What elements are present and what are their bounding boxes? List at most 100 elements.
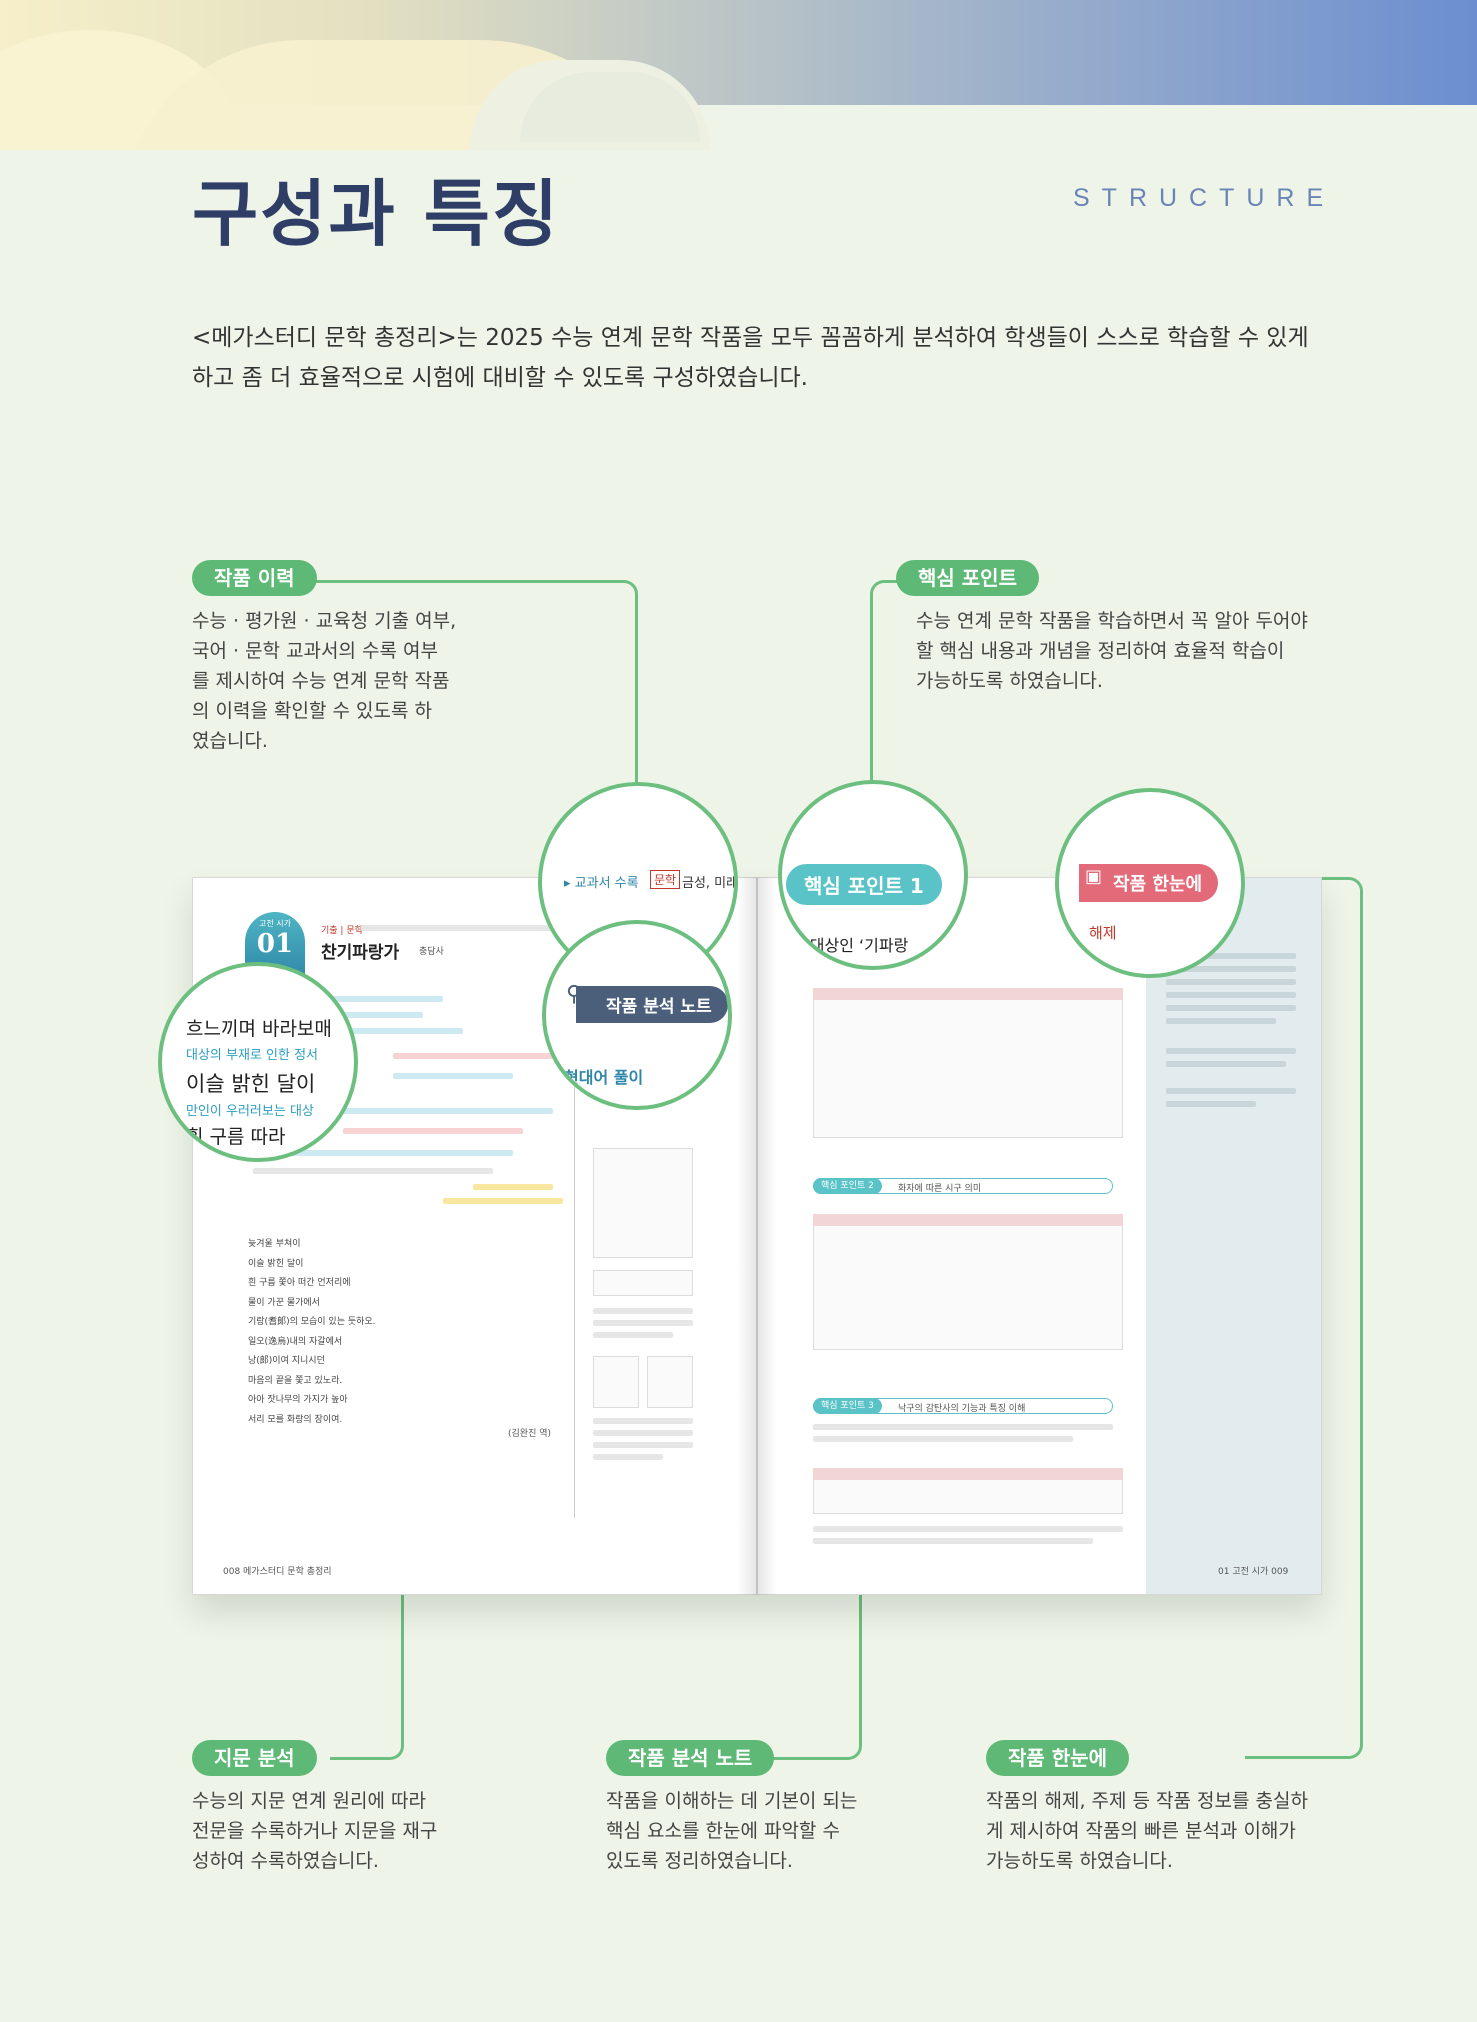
poem-line: 물이 가꾼 물가에서: [248, 1297, 320, 1308]
passage-line: 흐느끼며 바라보매: [186, 1018, 332, 1040]
poem-line: 낭(郞)이여 지니시던: [248, 1356, 325, 1366]
text-placeholder: [361, 925, 561, 931]
text-placeholder: [593, 1308, 693, 1314]
textbook-label: ▸ 교과서 수록: [564, 876, 639, 891]
annotation-placeholder: [473, 1184, 553, 1190]
poem-line: 이슬 밝힌 달이: [248, 1258, 304, 1269]
desc-line: 할 핵심 내용과 개념을 정리하여 효율적 학습이: [916, 640, 1285, 662]
page-background: [0, 150, 1477, 350]
annotation-placeholder: [393, 1053, 553, 1059]
annotation-placeholder: [443, 1198, 563, 1204]
callout-label-glance: 작품 한눈에: [986, 1740, 1129, 1776]
column-divider: [574, 958, 575, 1518]
work-title: 찬기파랑가: [321, 943, 400, 963]
desc-line: 전문을 수록하거나 지문을 재구: [192, 1820, 438, 1842]
desc-line: 핵심 요소를 한눈에 파악할 수: [606, 1820, 840, 1842]
desc-line: 의 이력을 확인할 수 있도록 하: [192, 700, 432, 722]
poem-line: 서리 모를 화랑의 장이여.: [248, 1414, 343, 1425]
text-placeholder: [593, 1332, 673, 1338]
desc-line: 가능하도록 하였습니다.: [986, 1850, 1173, 1872]
desc-line: 작품의 해제, 주제 등 작품 정보를 충실하: [986, 1790, 1308, 1812]
keypoint-table: [813, 988, 1123, 1138]
work-tags: 기출 | 문학: [321, 926, 363, 936]
text-placeholder: [1166, 992, 1296, 998]
glance-sidebar: [1146, 878, 1321, 1594]
annotation-placeholder: [323, 1028, 463, 1034]
annotation-placeholder: [253, 1150, 513, 1156]
poem-line: 마음의 끝을 쫓고 있노라.: [248, 1375, 343, 1386]
desc-line: 성하여 수록하였습니다.: [192, 1850, 379, 1872]
intro-line: <메가스터디 문학 총정리>는 2025 수능 연계 문학 작품을 모두 꼼꼼하…: [192, 325, 1309, 351]
intro-paragraph: <메가스터디 문학 총정리>는 2025 수능 연계 문학 작품을 모두 꼼꼼하…: [192, 318, 1342, 398]
folder-icon: ▣: [1085, 866, 1103, 887]
text-placeholder: [1166, 966, 1296, 972]
desc-line: 게 제시하여 작품의 빠른 분석과 이해가: [986, 1820, 1296, 1842]
translator-credit: (김완진 역): [508, 1429, 552, 1439]
page-footer-left: 008 메가스터디 문학 총정리: [223, 1567, 332, 1577]
book-right-page: 핵심 포인트 2 화자에 따른 시구 의미 핵심 포인트 3 낙구의 감탄사의 …: [757, 877, 1322, 1595]
callout-desc-keypoint: 수능 연계 문학 작품을 학습하면서 꼭 알아 두어야 할 핵심 내용과 개념을…: [916, 606, 1356, 696]
magnifier-passage: 흐느끼며 바라보매 대상의 부재로 인한 정서 이슬 밝힌 달이 만인이 우러러…: [158, 962, 358, 1162]
glance-magnified-label: 작품 한눈에: [1079, 864, 1219, 902]
notes-magnified-sub: 현대어 풀이: [564, 1068, 644, 1087]
textbook-tag: 문학: [650, 870, 681, 889]
book-gutter-shadow: [737, 877, 777, 1595]
table-header: [813, 1468, 1123, 1480]
text-placeholder: [813, 1526, 1123, 1532]
text-placeholder: [593, 1320, 693, 1326]
notes-table: [593, 1148, 693, 1258]
cloud-decoration: [520, 72, 700, 142]
notes-magnified-label: 작품 분석 노트: [576, 986, 728, 1023]
text-placeholder: [593, 1430, 693, 1436]
keypoint-magnified-label: 핵심 포인트 1: [786, 864, 942, 905]
callout-desc-history: 수능 · 평가원 · 교육청 기출 여부, 국어 · 문학 교과서의 수록 여부…: [192, 606, 472, 756]
passage-line: 흰 구름 따라: [186, 1126, 286, 1148]
text-placeholder: [813, 1538, 1093, 1544]
passage-note: 대상의 부재로 인한 정서: [186, 1048, 318, 1063]
page-subtitle: STRUCTURE: [1073, 184, 1336, 212]
poem-line: 늦겨울 부쳐이: [248, 1239, 301, 1249]
desc-line: 있도록 정리하였습니다.: [606, 1850, 793, 1872]
desc-line: 수능의 지문 연계 원리에 따라: [192, 1790, 426, 1812]
annotation-placeholder: [323, 1012, 423, 1018]
page-footer-right: 01 고전 시가 009: [1218, 1567, 1289, 1577]
text-placeholder: [1166, 1061, 1286, 1067]
magnifier-notes: 작품 분석 노트 ⚲ 현대어 풀이: [542, 920, 732, 1110]
text-placeholder: [1166, 1088, 1296, 1094]
text-placeholder: [1166, 1018, 1276, 1024]
desc-line: 수능 · 평가원 · 교육청 기출 여부,: [192, 610, 457, 632]
intro-line: 하고 좀 더 효율적으로 시험에 대비할 수 있도록 구성하였습니다.: [192, 365, 808, 391]
glance-magnified-sub: 해제: [1089, 924, 1117, 942]
callout-desc-notes: 작품을 이해하는 데 기본이 되는 핵심 요소를 한눈에 파악할 수 있도록 정…: [606, 1786, 896, 1876]
desc-line: 수능 연계 문학 작품을 학습하면서 꼭 알아 두어야: [916, 610, 1308, 632]
desc-line: 였습니다.: [192, 730, 268, 752]
keypoint-magnified-text: 적 대상인 ‘기파랑: [790, 936, 909, 955]
badge-category: 고전 시가: [259, 919, 291, 928]
poem-line: 흰 구름 쫓아 떠간 언저리에: [248, 1278, 351, 1288]
desc-line: 작품을 이해하는 데 기본이 되는: [606, 1790, 858, 1812]
text-placeholder: [1166, 1048, 1296, 1054]
notes-table: [647, 1356, 693, 1408]
poem-line: 기랑(耆郞)의 모습이 있는 듯하오.: [248, 1317, 376, 1327]
search-icon: ⚲: [566, 982, 583, 1007]
magnifier-glance: 작품 한눈에 ▣ 해제: [1055, 788, 1245, 978]
callout-label-history: 작품 이력: [192, 560, 317, 596]
table-header: [813, 988, 1123, 1000]
keypoint-text-2: 화자에 따른 시구 의미: [898, 1184, 982, 1194]
poem-line: 아아 잣나무의 가지가 높아: [248, 1395, 348, 1405]
textbook-rest: 금성, 미래: [682, 876, 738, 891]
callout-label-passage: 지문 분석: [192, 1740, 317, 1776]
text-placeholder: [1166, 953, 1296, 959]
notes-table: [593, 1270, 693, 1296]
text-placeholder: [1166, 1005, 1296, 1011]
poem-line: 일오(逸烏)내의 자갈에서: [248, 1336, 343, 1347]
desc-line: 를 제시하여 수능 연계 문학 작품: [192, 670, 450, 692]
book-spread: 고전 시가 01 기출 | 문학 찬기파랑가 충담사 늦겨울 부쳐이 이슬 밝힌…: [192, 877, 1322, 1595]
notes-table: [593, 1356, 639, 1408]
text-placeholder: [593, 1418, 693, 1424]
callout-desc-passage: 수능의 지문 연계 원리에 따라 전문을 수록하거나 지문을 재구 성하여 수록…: [192, 1786, 472, 1876]
poem-body: 늦겨울 부쳐이 이슬 밝힌 달이 흰 구름 쫓아 떠간 언저리에 물이 가꾼 물…: [248, 1235, 376, 1430]
keypoint-table: [813, 1214, 1123, 1350]
annotation-placeholder: [343, 1128, 523, 1134]
connector-line: [300, 580, 638, 790]
